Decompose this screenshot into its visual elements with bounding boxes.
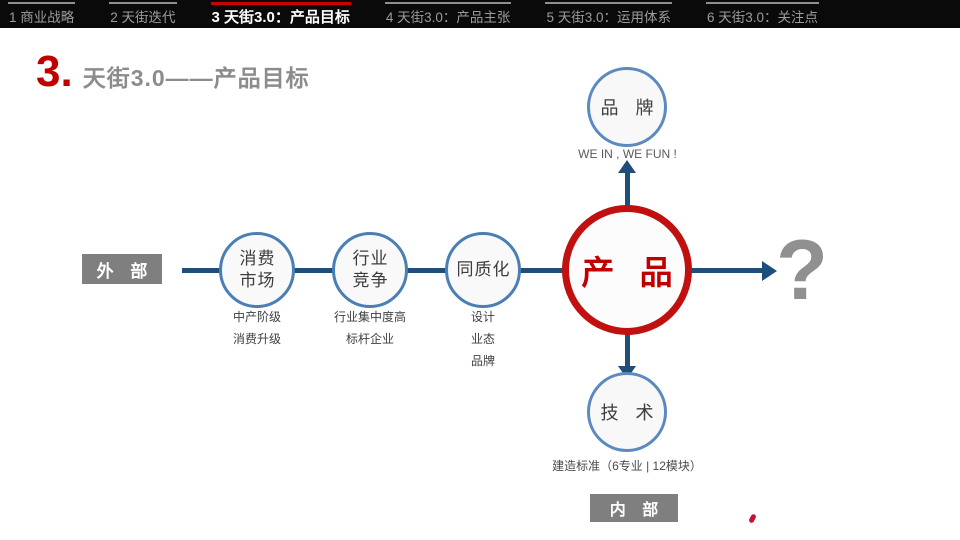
question-mark: ? bbox=[776, 223, 828, 318]
nav-tab-product-goal-active[interactable]: 3 天街3.0：产品目标 bbox=[210, 2, 351, 28]
nav-tab-business-strategy[interactable]: 1 商业战略 bbox=[8, 2, 76, 28]
brand-label: 品 牌 bbox=[600, 98, 660, 118]
sublabel: 设计 bbox=[470, 310, 495, 324]
node-product: 产 品 bbox=[562, 205, 692, 335]
red-mark-decoration bbox=[748, 513, 757, 524]
nav-tab-product-proposition[interactable]: 4 天街3.0：产品主张 bbox=[384, 2, 512, 28]
sublabel: 中产阶级 bbox=[232, 310, 281, 324]
arrow-right-icon bbox=[762, 261, 777, 281]
nav-tab-operation-system[interactable]: 5 天街3.0：运用体系 bbox=[545, 2, 672, 28]
sublabel: 标杆企业 bbox=[345, 332, 394, 346]
node-homogenization: 同质化 bbox=[445, 232, 521, 308]
vertical-connector-up bbox=[625, 172, 630, 210]
page-title: 3. 天街3.0——产品目标 bbox=[36, 50, 310, 94]
slide-body: 3. 天街3.0——产品目标 外 部 内 部 消费 市场 行业 竞争 同质化 中… bbox=[0, 28, 960, 540]
sublabel: 行业集中度高 bbox=[333, 310, 406, 324]
arrow-up-icon bbox=[618, 160, 636, 173]
node-brand: 品 牌 bbox=[587, 67, 667, 147]
title-number: 3. bbox=[36, 47, 73, 96]
title-text: 天街3.0——产品目标 bbox=[82, 65, 310, 91]
vertical-connector-down bbox=[625, 330, 630, 368]
node-label-line: 市场 bbox=[239, 271, 276, 290]
sublabel: 业态 bbox=[470, 332, 495, 346]
node-industry-competition: 行业 竞争 bbox=[332, 232, 408, 308]
external-label-box: 外 部 bbox=[82, 254, 162, 284]
node-tech: 技 术 bbox=[587, 372, 667, 452]
section-nav: 1 商业战略 2 天街迭代 3 天街3.0：产品目标 4 天街3.0：产品主张 … bbox=[0, 0, 960, 28]
node-consumer-market: 消费 市场 bbox=[219, 232, 295, 308]
node-label-line: 同质化 bbox=[456, 259, 511, 279]
sublabel: 消费升级 bbox=[232, 332, 281, 346]
sublabel: 品牌 bbox=[470, 354, 495, 368]
nav-tab-tianjie-iteration[interactable]: 2 天街迭代 bbox=[109, 2, 177, 28]
product-label: 产 品 bbox=[581, 254, 681, 291]
brand-caption: WE IN , WE FUN ! bbox=[578, 147, 677, 161]
node-label-line: 消费 bbox=[239, 248, 276, 268]
tech-caption: 建造标准（6专业 | 12模块） bbox=[552, 459, 702, 473]
tech-label: 技 术 bbox=[600, 403, 660, 423]
internal-label-box: 内 部 bbox=[590, 494, 678, 522]
node-label-line: 竞争 bbox=[352, 271, 389, 290]
nav-tab-focus-points[interactable]: 6 天街3.0：关注点 bbox=[705, 2, 819, 28]
node-label-line: 行业 bbox=[352, 248, 389, 268]
